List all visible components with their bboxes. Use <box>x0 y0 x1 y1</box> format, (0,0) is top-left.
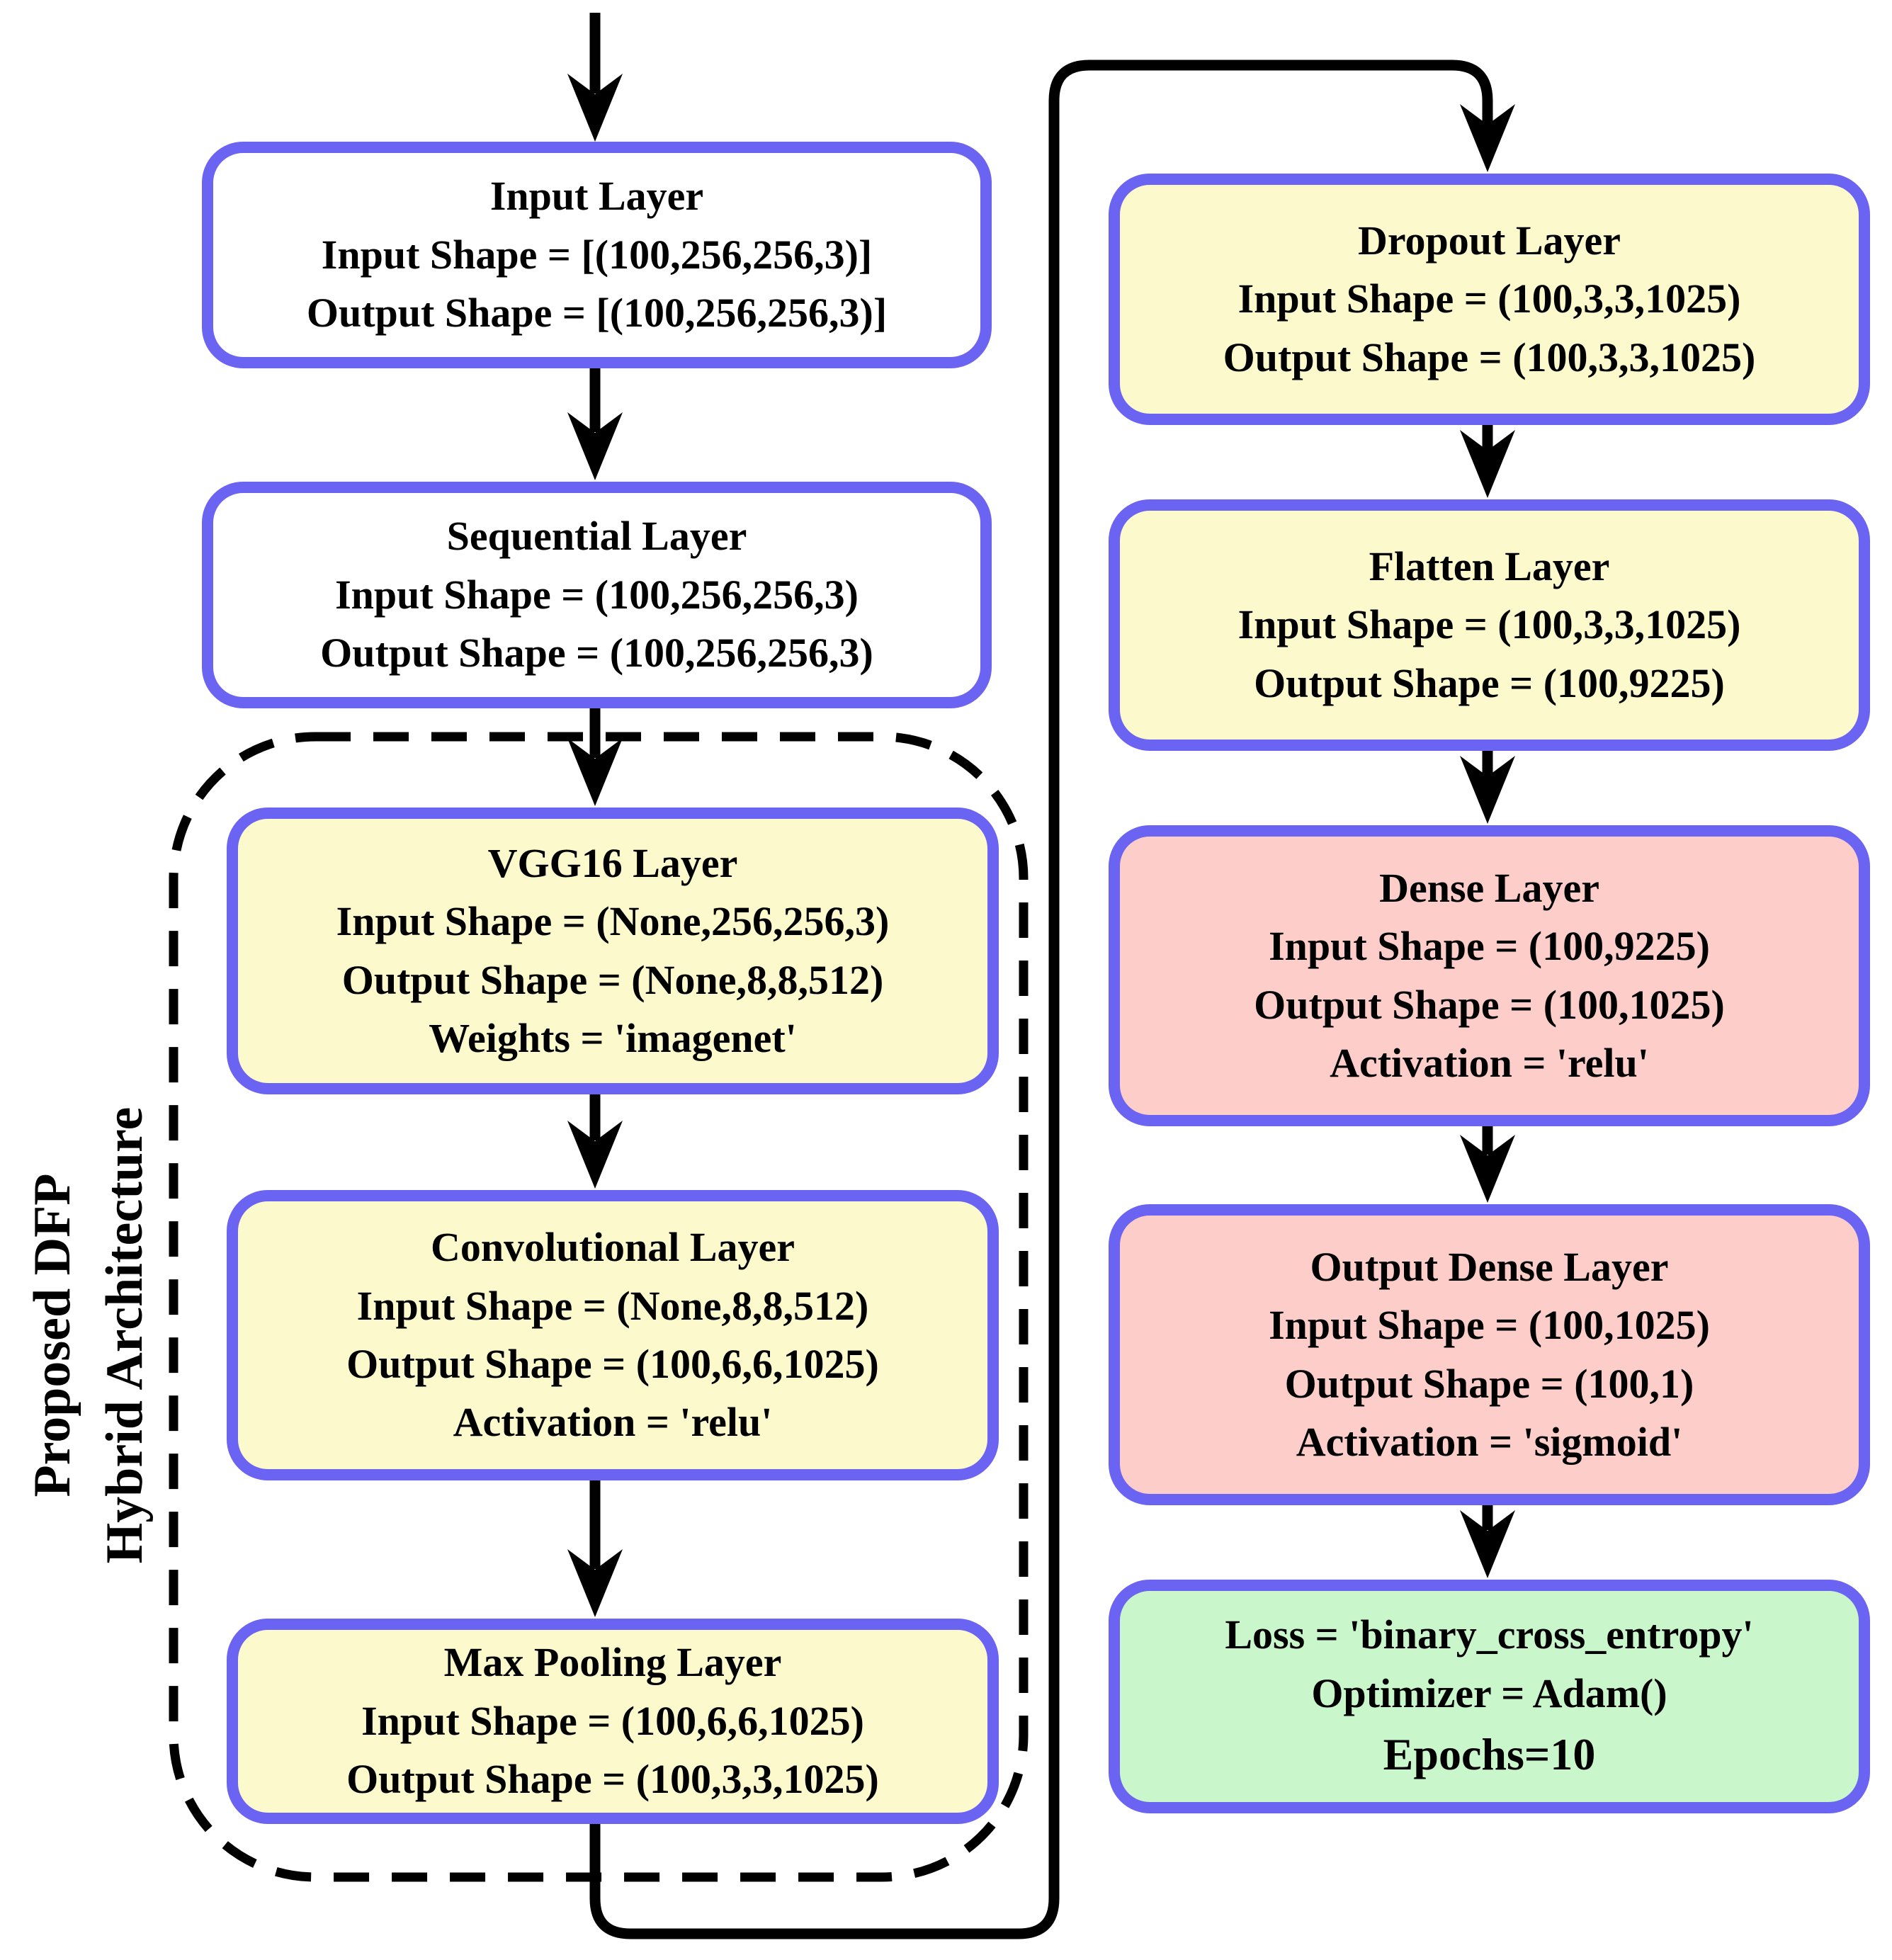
node-line: Output Shape = [(100,256,256,3)] <box>306 290 888 336</box>
node-line: Input Shape = (100,3,3,1025) <box>1237 276 1741 322</box>
node-line: Input Shape = (None,256,256,3) <box>336 898 890 945</box>
node-line: Weights = 'imagenet' <box>429 1014 797 1061</box>
group-label-proposed-dfp-hybrid-architecture: Proposed DFP Hybrid Architecture <box>14 839 163 1831</box>
node-line: Optimizer = Adam() <box>1311 1670 1667 1716</box>
node-line: Activation = 'relu' <box>1330 1039 1649 1086</box>
node-line: Loss = 'binary_cross_entropy' <box>1225 1611 1754 1658</box>
node-line: Output Shape = (100,3,3,1025) <box>346 1756 879 1803</box>
node-line: Input Shape = (100,6,6,1025) <box>361 1697 864 1744</box>
node-title: Max Pooling Layer <box>443 1639 782 1686</box>
arrow-down-icon <box>1460 756 1515 824</box>
node-convolutional-layer: Convolutional Layer Input Shape = (None,… <box>227 1190 999 1480</box>
node-line: Output Shape = (None,8,8,512) <box>341 956 884 1003</box>
node-line: Output Shape = (100,1) <box>1284 1360 1694 1407</box>
node-title: Flatten Layer <box>1369 543 1610 589</box>
node-line: Input Shape = [(100,256,256,3)] <box>321 231 873 278</box>
node-sequential-layer: Sequential Layer Input Shape = (100,256,… <box>202 482 992 708</box>
node-title: Convolutional Layer <box>431 1224 795 1271</box>
node-compile-settings: Loss = 'binary_cross_entropy' Optimizer … <box>1109 1580 1870 1813</box>
arrow-down-icon <box>567 1549 623 1617</box>
node-line: Input Shape = (100,3,3,1025) <box>1237 601 1741 648</box>
node-line: Activation = 'sigmoid' <box>1296 1418 1683 1465</box>
group-label-line1: Proposed DFP <box>23 1173 81 1497</box>
arrow-down-icon <box>1460 1510 1515 1578</box>
node-max-pooling-layer: Max Pooling Layer Input Shape = (100,6,6… <box>227 1619 999 1824</box>
node-title: Dropout Layer <box>1357 217 1621 264</box>
node-vgg16-layer: VGG16 Layer Input Shape = (None,256,256,… <box>227 808 999 1094</box>
node-title: Output Dense Layer <box>1310 1243 1669 1290</box>
node-flatten-layer: Flatten Layer Input Shape = (100,3,3,102… <box>1109 499 1870 751</box>
arrow-down-icon <box>1460 430 1515 498</box>
node-dropout-layer: Dropout Layer Input Shape = (100,3,3,102… <box>1109 174 1870 425</box>
group-label-line2: Hybrid Architecture <box>96 1106 154 1564</box>
arrow-down-icon <box>567 74 623 142</box>
node-output-dense-layer: Output Dense Layer Input Shape = (100,10… <box>1109 1204 1870 1505</box>
arrow-down-icon <box>1460 104 1515 172</box>
node-line: Output Shape = (100,256,256,3) <box>320 630 873 676</box>
node-line: Activation = 'relu' <box>453 1399 773 1446</box>
node-line: Output Shape = (100,3,3,1025) <box>1223 334 1756 380</box>
arrow-down-icon <box>1460 1135 1515 1203</box>
node-line: Input Shape = (100,256,256,3) <box>335 571 859 618</box>
node-title: Sequential Layer <box>446 513 747 560</box>
node-line: Input Shape = (100,1025) <box>1269 1302 1710 1349</box>
node-line: Input Shape = (None,8,8,512) <box>356 1282 869 1329</box>
node-line: Output Shape = (100,6,6,1025) <box>346 1341 879 1387</box>
node-line: Epochs=10 <box>1383 1728 1596 1779</box>
node-line: Input Shape = (100,9225) <box>1269 923 1710 970</box>
arrow-down-icon <box>567 412 623 480</box>
node-title: Dense Layer <box>1379 864 1599 911</box>
node-dense-layer: Dense Layer Input Shape = (100,9225) Out… <box>1109 825 1870 1126</box>
node-line: Output Shape = (100,1025) <box>1254 981 1725 1028</box>
arrow-down-icon <box>567 1121 623 1189</box>
node-title: Input Layer <box>489 173 704 220</box>
arrow-down-icon <box>567 738 623 806</box>
node-title: VGG16 Layer <box>487 839 738 886</box>
node-input-layer: Input Layer Input Shape = [(100,256,256,… <box>202 142 992 368</box>
node-line: Output Shape = (100,9225) <box>1254 659 1725 706</box>
